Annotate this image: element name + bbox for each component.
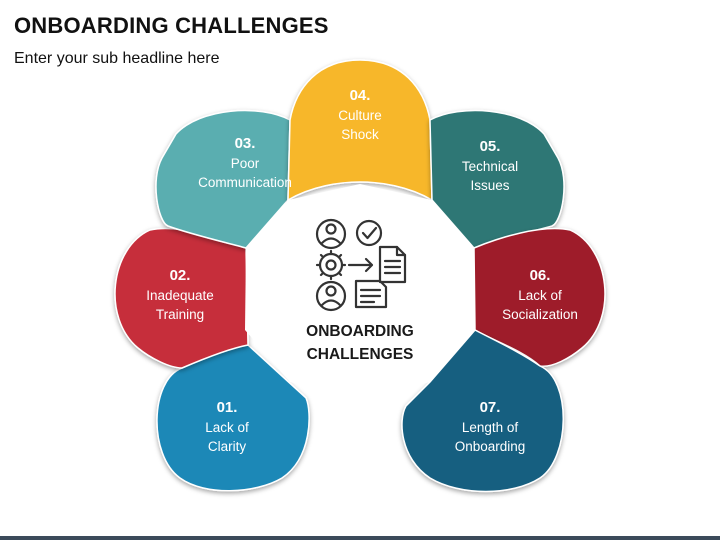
onboarding-process-icon	[315, 218, 407, 312]
petal-label-6: 06. Lack of Socialization	[475, 266, 605, 324]
petal-number: 07.	[479, 399, 501, 416]
petal-label-7: 07. Length of Onboarding	[425, 398, 555, 456]
petal-text-line2: Issues	[470, 178, 510, 193]
petal-text-line1: Inadequate	[146, 288, 214, 303]
petal-text-line1: Lack of	[518, 288, 562, 303]
petal-number: 06.	[529, 267, 551, 284]
petal-text-line2: Training	[155, 307, 205, 322]
petal-text-line1: Length of	[461, 420, 519, 435]
petal-text-line2: Onboarding	[454, 439, 526, 454]
petal-number: 05.	[479, 138, 501, 155]
center-title: ONBOARDING CHALLENGES	[268, 320, 452, 366]
petal-text-line2: Socialization	[502, 307, 578, 322]
petal-number: 04.	[349, 87, 371, 104]
petal-text-line2: Clarity	[207, 439, 247, 454]
petal-number: 02.	[169, 267, 191, 284]
petal-6	[473, 227, 606, 367]
petal-label-1: 01. Lack of Clarity	[162, 398, 292, 456]
petal-text-line1: Poor	[230, 156, 260, 171]
petal-text-line1: Lack of	[205, 420, 249, 435]
petal-text-line2: Shock	[341, 127, 379, 142]
petal-text-line1: Technical	[461, 159, 519, 174]
page-subtitle: Enter your sub headline here	[14, 50, 220, 67]
center-hub	[245, 184, 475, 400]
petal-text-line2: Communication	[198, 175, 292, 190]
center-title-line2: CHALLENGES	[306, 346, 414, 363]
bottom-bar	[0, 536, 720, 540]
petal-text-line1: Culture	[338, 108, 382, 123]
petal-number: 01.	[216, 399, 238, 416]
petal-number: 03.	[234, 135, 256, 152]
petal-7	[401, 329, 564, 493]
center-title-line1: ONBOARDING	[306, 323, 414, 340]
petal-3	[155, 109, 291, 249]
page-title: ONBOARDING CHALLENGES	[14, 13, 329, 38]
